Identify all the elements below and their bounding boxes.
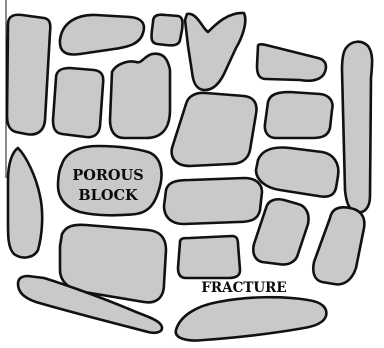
- porous-block: [178, 236, 240, 278]
- porous-block-label-line2: BLOCK: [78, 187, 139, 204]
- porous-block: [8, 148, 42, 257]
- porous-block: [176, 297, 327, 340]
- porous-block: [253, 199, 308, 264]
- fracture-label: FRACTURE: [201, 280, 286, 296]
- porous-block: [53, 68, 103, 137]
- porous-block: [313, 207, 364, 284]
- porous-block: [164, 178, 262, 224]
- porous-block: [152, 15, 183, 46]
- porous-block: [110, 54, 170, 138]
- porous-block: [60, 15, 144, 55]
- porous-block: [185, 13, 245, 90]
- porous-block-label-line1: POROUS: [72, 167, 143, 184]
- porous-block: [172, 93, 257, 166]
- porous-block: [257, 44, 326, 80]
- porous-block: [256, 148, 338, 197]
- porous-block: [265, 92, 333, 138]
- porous-block: [342, 42, 372, 213]
- porous-block: [7, 15, 50, 135]
